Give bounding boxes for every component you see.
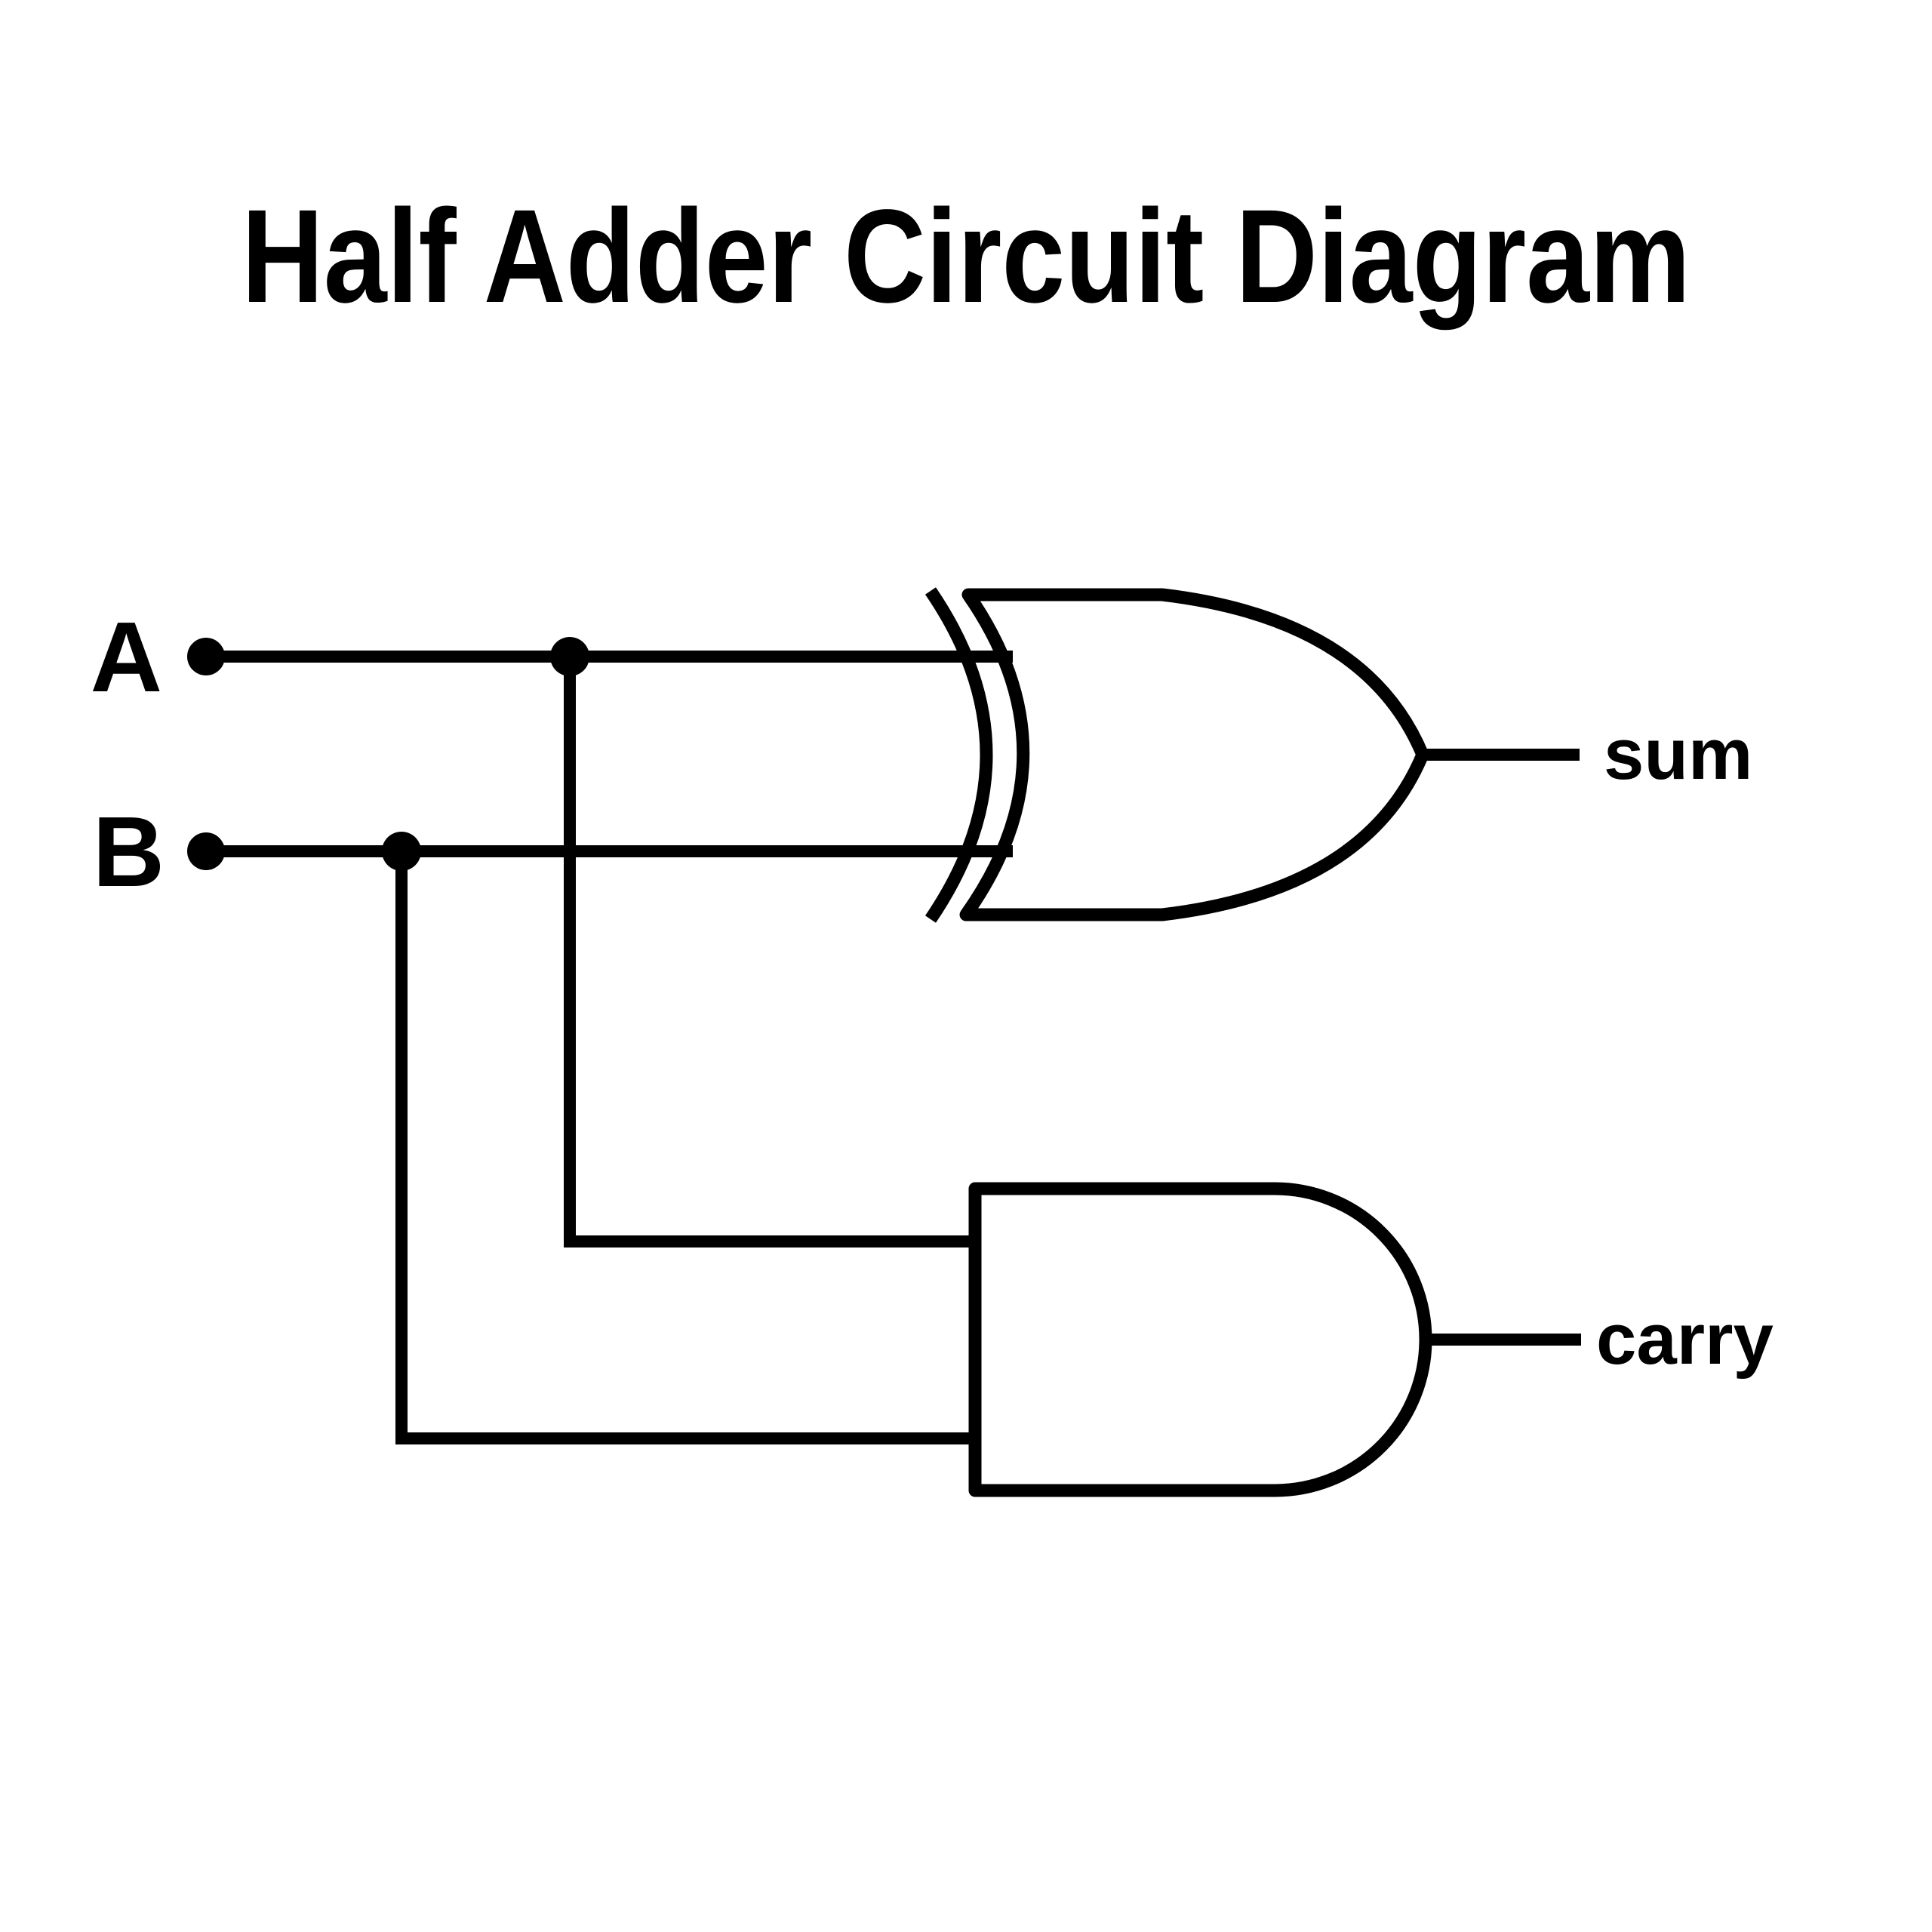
terminal-dot-a xyxy=(187,638,225,675)
junction-dot-a xyxy=(550,637,589,676)
output-carry-label: carry xyxy=(1596,1299,1774,1380)
output-sum-label: sum xyxy=(1604,714,1752,795)
and-gate xyxy=(968,1182,1432,1497)
xor-gate-body xyxy=(959,588,1429,921)
xor-gate-back-arc xyxy=(924,587,993,923)
terminal-dot-b xyxy=(187,832,225,870)
page-title: Half Adder Circuit Diagram xyxy=(242,183,1690,331)
junction-dot-b xyxy=(382,832,421,871)
input-b-label: B xyxy=(93,796,165,907)
xor-gate xyxy=(924,587,1429,923)
and-gate-body xyxy=(968,1182,1432,1497)
input-a-label: A xyxy=(91,601,162,712)
wire-branch-b-to-and xyxy=(395,851,975,1444)
wire-branch-a-to-and xyxy=(564,657,975,1247)
